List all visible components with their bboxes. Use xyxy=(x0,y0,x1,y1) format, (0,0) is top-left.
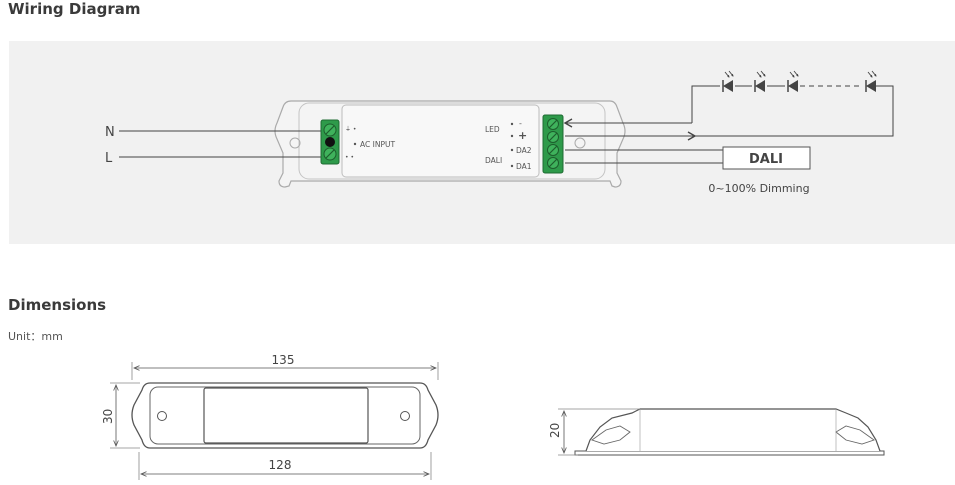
dim-length-inner: 128 xyxy=(269,458,292,472)
dim-length-total: 135 xyxy=(272,353,295,367)
led-diode-icon xyxy=(787,70,799,92)
mount-hole-right xyxy=(574,137,586,149)
dimming-caption: 0~100% Dimming xyxy=(708,182,809,195)
led-return-wire xyxy=(691,85,720,123)
dimensions-title: Dimensions xyxy=(8,296,107,314)
dali-box xyxy=(722,146,811,170)
da2-label: DA2 xyxy=(516,146,532,155)
input-terminal-block xyxy=(320,119,340,165)
svg-text:⏚ •: ⏚ • xyxy=(345,126,356,133)
side-view: 20 xyxy=(548,408,885,456)
dim-height: 20 xyxy=(548,423,562,438)
led-diode-icon xyxy=(865,70,877,92)
input-label-n: N xyxy=(105,125,115,140)
dim-width: 30 xyxy=(101,409,115,424)
da1-label: DA1 xyxy=(516,162,532,171)
led-minus-label: - xyxy=(519,119,522,128)
unit-note: Unit：mm xyxy=(8,330,63,343)
dali-terminal-label: DALI xyxy=(485,156,502,165)
output-terminal-block xyxy=(542,114,564,174)
mount-hole-left xyxy=(289,137,301,149)
led-supply-wire xyxy=(565,85,894,137)
led-diode-icon xyxy=(722,70,734,92)
input-label-l: L xyxy=(105,151,113,166)
dali-box-label: DALI xyxy=(749,152,783,167)
dimensions-drawing: 135 128 30 20 xyxy=(101,353,885,480)
wiring-diagram-title: Wiring Diagram xyxy=(8,0,141,18)
led-plus-label: + xyxy=(518,129,527,142)
led-string xyxy=(722,70,878,92)
top-view: 135 128 30 xyxy=(101,353,439,480)
wiring-diagram-panel: N L ⏚ • • • AC INPUT LED - + DALI DA2 DA… xyxy=(9,41,955,244)
ac-input-label: AC INPUT xyxy=(360,140,395,149)
led-label: LED xyxy=(485,125,500,134)
led-diode-icon xyxy=(754,70,766,92)
wiring-diagram: N L ⏚ • • • AC INPUT LED - + DALI DA2 DA… xyxy=(105,70,894,195)
svg-text:• •: • • xyxy=(345,154,354,161)
